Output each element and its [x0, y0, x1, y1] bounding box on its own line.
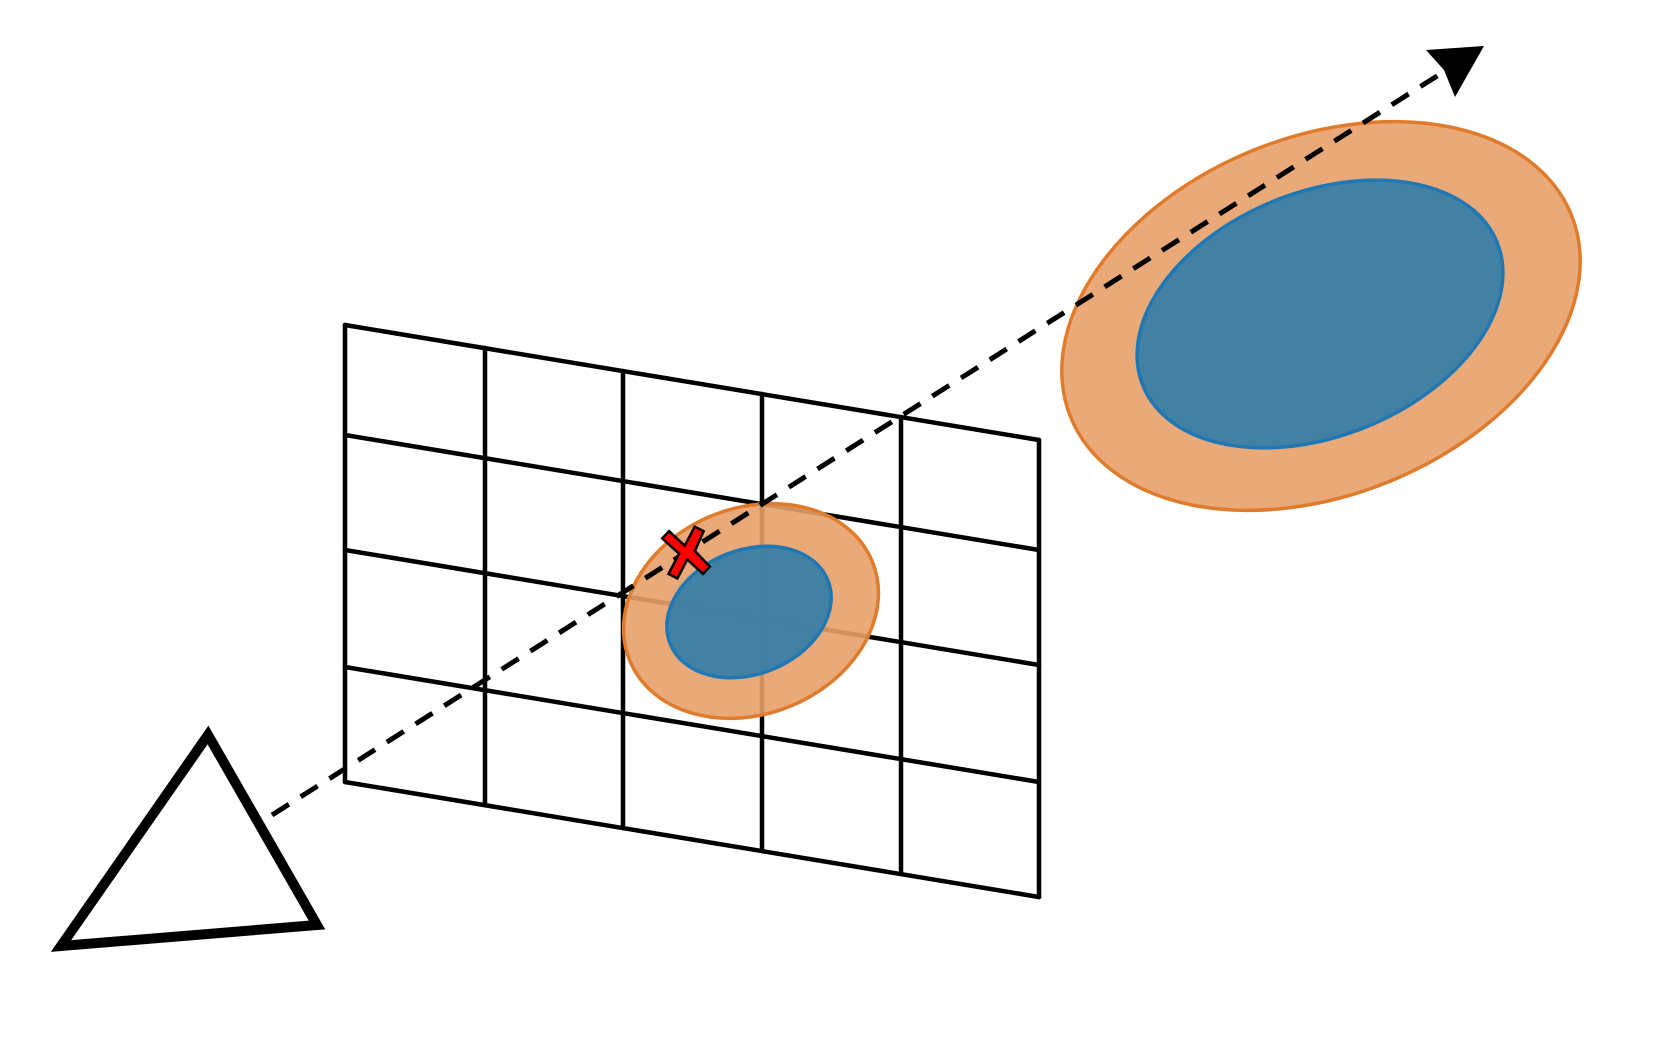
- gaussian-3d-inner: [1135, 178, 1505, 450]
- cross-icon: [660, 524, 712, 581]
- grid-hline: [342, 432, 1042, 553]
- grid-hline: [342, 664, 1042, 785]
- projected-gaussian: [621, 501, 881, 721]
- ray-line: [270, 61, 1458, 818]
- gaussian-3d: [1060, 119, 1582, 513]
- camera-ray: [270, 46, 1484, 818]
- ray-arrowhead-icon: [1426, 46, 1484, 97]
- projected-gaussian-inner: [665, 544, 833, 680]
- camera-triangle-icon: [50, 725, 326, 952]
- pixel-marker: [660, 524, 712, 581]
- grid-hline: [342, 779, 1042, 900]
- grid-hline: [342, 322, 1042, 443]
